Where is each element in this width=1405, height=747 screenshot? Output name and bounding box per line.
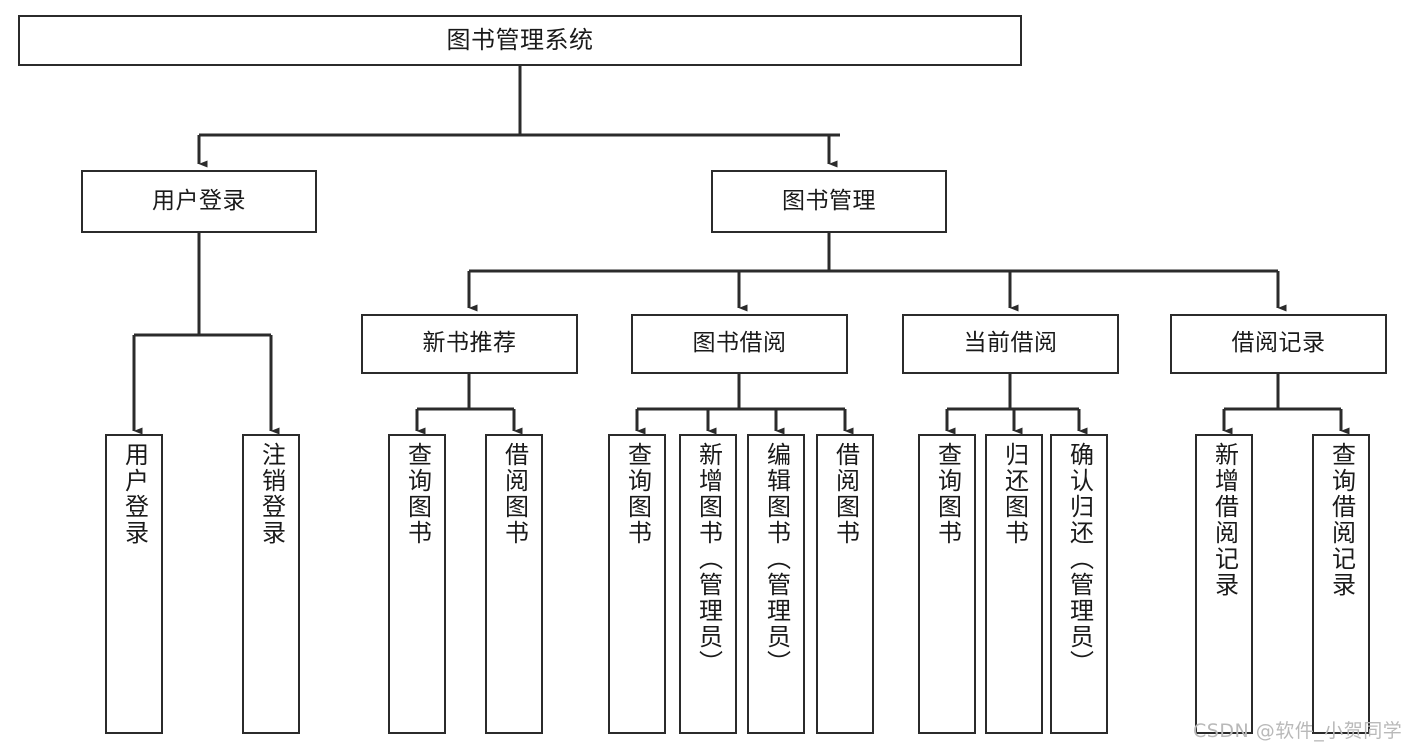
node-book-management-system[interactable]: 图书管理系统	[18, 15, 1022, 66]
node-leaf-query-borrow-record[interactable]: 查询借阅记录	[1312, 434, 1370, 734]
node-label: 借阅记录	[1231, 330, 1326, 357]
node-label: 借阅图书	[831, 442, 860, 546]
node-label: 确认归还（管理员）	[1065, 442, 1094, 676]
node-label: 图书借阅	[692, 330, 787, 357]
node-label: 新书推荐	[422, 330, 517, 357]
node-label: 查询图书	[403, 442, 432, 546]
node-label: 用户登录	[120, 442, 149, 546]
node-leaf-logout[interactable]: 注销登录	[242, 434, 300, 734]
node-label: 注销登录	[257, 442, 286, 546]
node-label: 归还图书	[1000, 442, 1029, 546]
node-label: 用户登录	[152, 187, 246, 214]
csdn-watermark: CSDN @软件_小贺同学	[1193, 720, 1403, 742]
node-leaf-user-login[interactable]: 用户登录	[105, 434, 163, 734]
node-leaf-query-book-current[interactable]: 查询图书	[918, 434, 976, 734]
node-leaf-edit-book-admin[interactable]: 编辑图书（管理员）	[747, 434, 805, 734]
node-borrowing-record[interactable]: 借阅记录	[1170, 314, 1387, 374]
node-label: 借阅图书	[500, 442, 529, 546]
node-leaf-add-borrow-record[interactable]: 新增借阅记录	[1195, 434, 1253, 734]
node-label: 查询图书	[933, 442, 962, 546]
node-label: 查询借阅记录	[1327, 442, 1356, 598]
node-label: 当前借阅	[963, 330, 1058, 357]
node-leaf-query-book-new[interactable]: 查询图书	[388, 434, 446, 734]
node-current-borrowing[interactable]: 当前借阅	[902, 314, 1119, 374]
node-label: 新增图书（管理员）	[694, 442, 723, 676]
node-new-book-recommendation[interactable]: 新书推荐	[361, 314, 578, 374]
node-leaf-return-book[interactable]: 归还图书	[985, 434, 1043, 734]
node-leaf-add-book-admin[interactable]: 新增图书（管理员）	[679, 434, 737, 734]
node-label: 图书管理系统	[446, 26, 594, 55]
node-leaf-borrow-book-new[interactable]: 借阅图书	[485, 434, 543, 734]
node-label: 编辑图书（管理员）	[762, 442, 791, 676]
node-leaf-borrow-book[interactable]: 借阅图书	[816, 434, 874, 734]
node-label: 新增借阅记录	[1210, 442, 1239, 598]
node-leaf-query-book-borrow[interactable]: 查询图书	[608, 434, 666, 734]
node-book-management[interactable]: 图书管理	[711, 170, 947, 233]
node-label: 查询图书	[623, 442, 652, 546]
node-label: 图书管理	[782, 187, 876, 214]
node-user-login[interactable]: 用户登录	[81, 170, 317, 233]
node-book-borrowing[interactable]: 图书借阅	[631, 314, 848, 374]
node-leaf-confirm-return-admin[interactable]: 确认归还（管理员）	[1050, 434, 1108, 734]
